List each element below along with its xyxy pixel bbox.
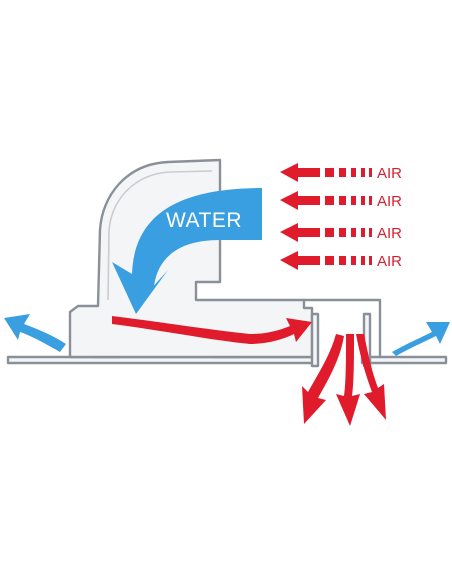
air-in-arrow-1: AIR (280, 163, 402, 182)
air-label-3: AIR (377, 225, 402, 242)
water-flow: WATER (4, 188, 450, 356)
housing-inner-lining (107, 170, 213, 301)
air-in-arrow-3: AIR (280, 223, 402, 242)
floor-plate-right (360, 355, 448, 365)
water-curved-arrow (112, 188, 262, 314)
air-exit-arrow-right (356, 334, 386, 420)
air-label-2: AIR (377, 193, 402, 210)
housing-body (68, 158, 314, 359)
drain-structure (6, 158, 448, 368)
air-label-1: AIR (377, 165, 402, 182)
water-label: WATER (166, 209, 242, 232)
collar-left-wall (310, 312, 320, 368)
air-flow: AIR AIR AIR (112, 163, 402, 426)
water-out-left-arrow (4, 314, 66, 352)
collar-top (302, 298, 382, 359)
air-channel-arrow (112, 316, 312, 344)
air-in-arrow-2: AIR (280, 191, 402, 210)
air-in-arrow-4: AIR (280, 251, 402, 270)
water-out-right-arrow (392, 322, 450, 356)
air-label-4: AIR (377, 253, 402, 270)
air-exit-arrow-middle (336, 334, 360, 426)
air-exit-arrow-left (302, 334, 344, 424)
